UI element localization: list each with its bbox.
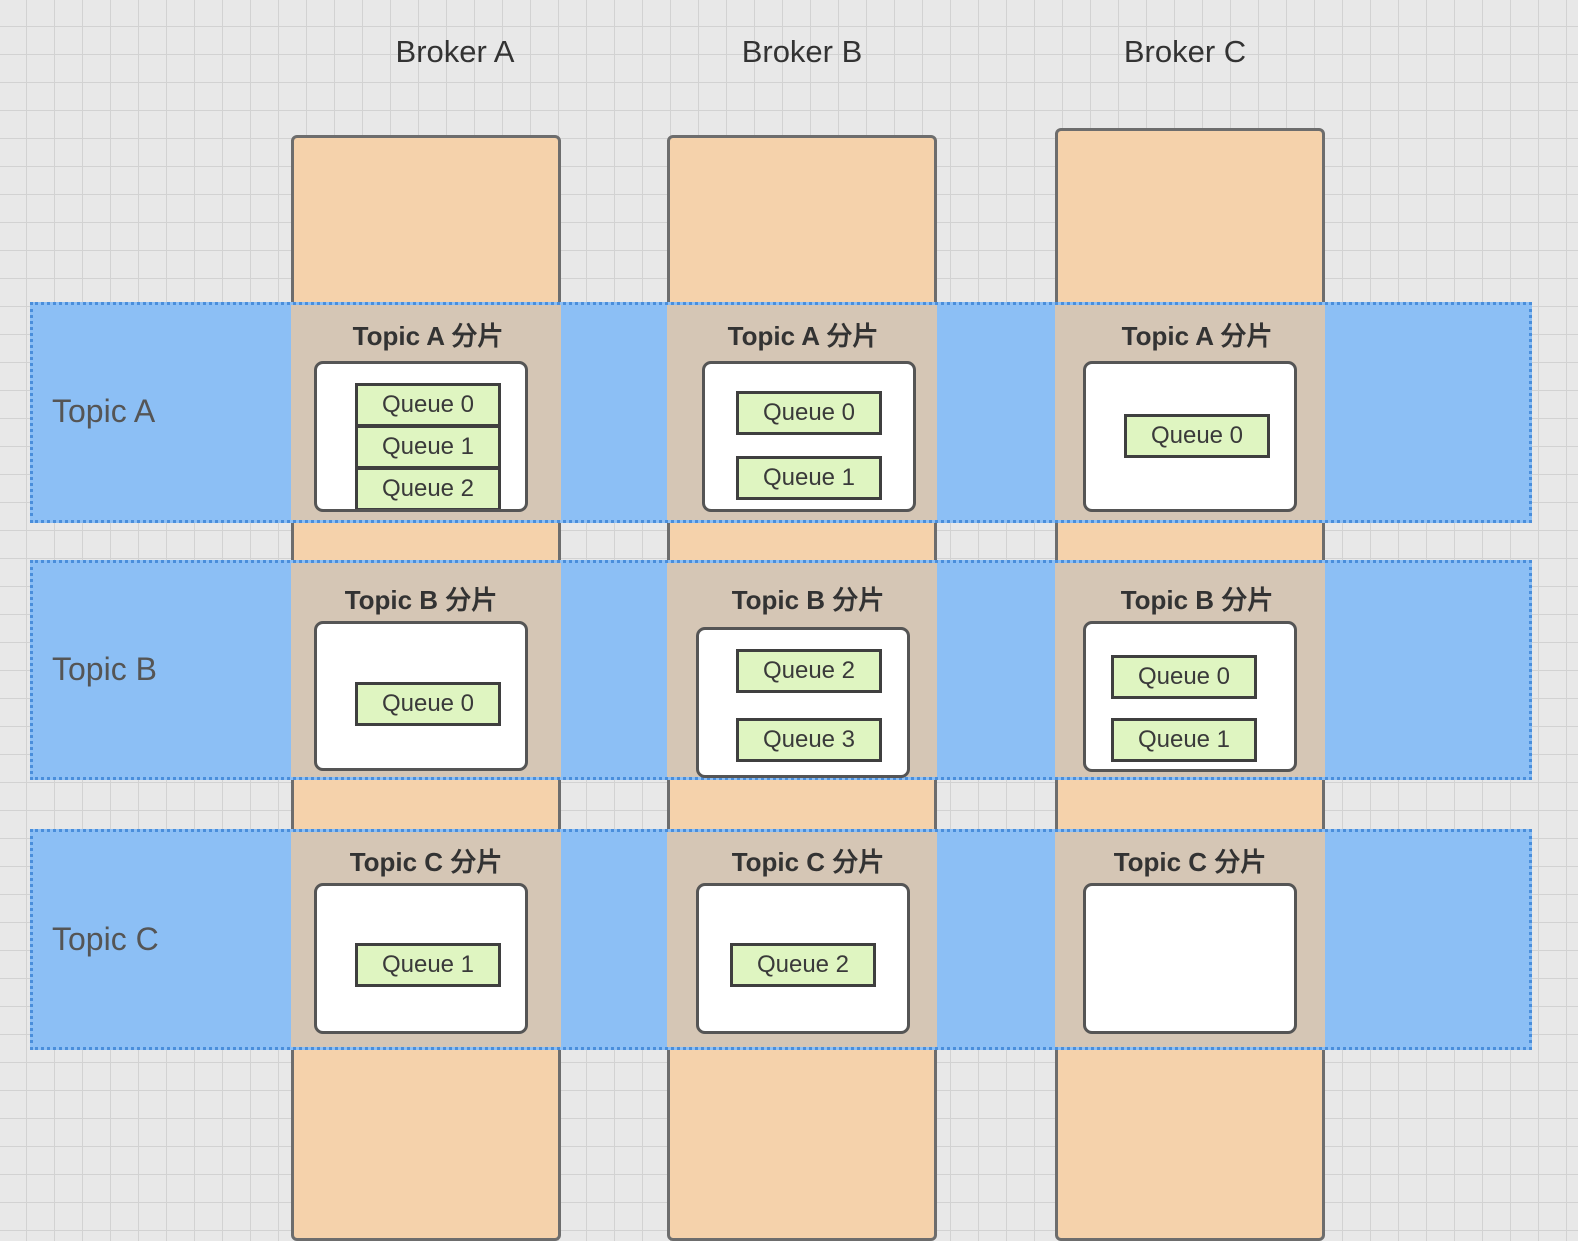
shard-box-c-a: Queue 1 xyxy=(314,883,528,1034)
queue-a-b-1: Queue 1 xyxy=(736,456,882,500)
queue-a-a-2: Queue 2 xyxy=(355,467,501,509)
shard-box-b-b: Queue 2 Queue 3 xyxy=(696,627,910,778)
broker-a-title: Broker A xyxy=(395,34,515,69)
shard-box-c-c xyxy=(1083,883,1297,1034)
shard-title-b-c: Topic B 分片 xyxy=(1120,585,1274,615)
broker-b-title: Broker B xyxy=(741,34,863,69)
queue-b-c-0: Queue 0 xyxy=(1111,655,1257,699)
shard-title-b-b: Topic B 分片 xyxy=(731,585,885,615)
broker-c-title: Broker C xyxy=(1123,34,1247,69)
shard-title-c-c: Topic C 分片 xyxy=(1113,847,1267,877)
shard-box-b-a: Queue 0 xyxy=(314,621,528,771)
shard-box-b-c: Queue 0 Queue 1 xyxy=(1083,621,1297,772)
queue-b-a-0: Queue 0 xyxy=(355,682,501,726)
queue-b-c-1: Queue 1 xyxy=(1111,718,1257,762)
queue-a-c-0: Queue 0 xyxy=(1124,414,1270,458)
shard-box-a-b: Queue 0 Queue 1 xyxy=(702,361,916,512)
shard-box-c-b: Queue 2 xyxy=(696,883,910,1034)
shard-title-b-a: Topic B 分片 xyxy=(344,585,498,615)
queue-b-b-0: Queue 2 xyxy=(736,649,882,693)
topic-a-label: Topic A xyxy=(52,393,156,429)
queue-a-a-1: Queue 1 xyxy=(355,425,501,469)
shard-title-a-c: Topic A 分片 xyxy=(1121,321,1273,351)
shard-title-a-b: Topic A 分片 xyxy=(727,321,879,351)
shard-box-a-c: Queue 0 xyxy=(1083,361,1297,512)
queue-a-b-0: Queue 0 xyxy=(736,391,882,435)
shard-title-c-a: Topic C 分片 xyxy=(349,847,503,877)
shard-title-a-a: Topic A 分片 xyxy=(352,321,504,351)
shard-box-a-a: Queue 0 Queue 1 Queue 2 xyxy=(314,361,528,512)
queue-b-b-1: Queue 3 xyxy=(736,718,882,762)
topic-b-label: Topic B xyxy=(52,651,157,687)
queue-c-b-0: Queue 2 xyxy=(730,943,876,987)
queue-c-a-0: Queue 1 xyxy=(355,943,501,987)
shard-title-c-b: Topic C 分片 xyxy=(731,847,885,877)
queue-a-a-0: Queue 0 xyxy=(355,383,501,427)
topic-c-label: Topic C xyxy=(52,921,159,957)
